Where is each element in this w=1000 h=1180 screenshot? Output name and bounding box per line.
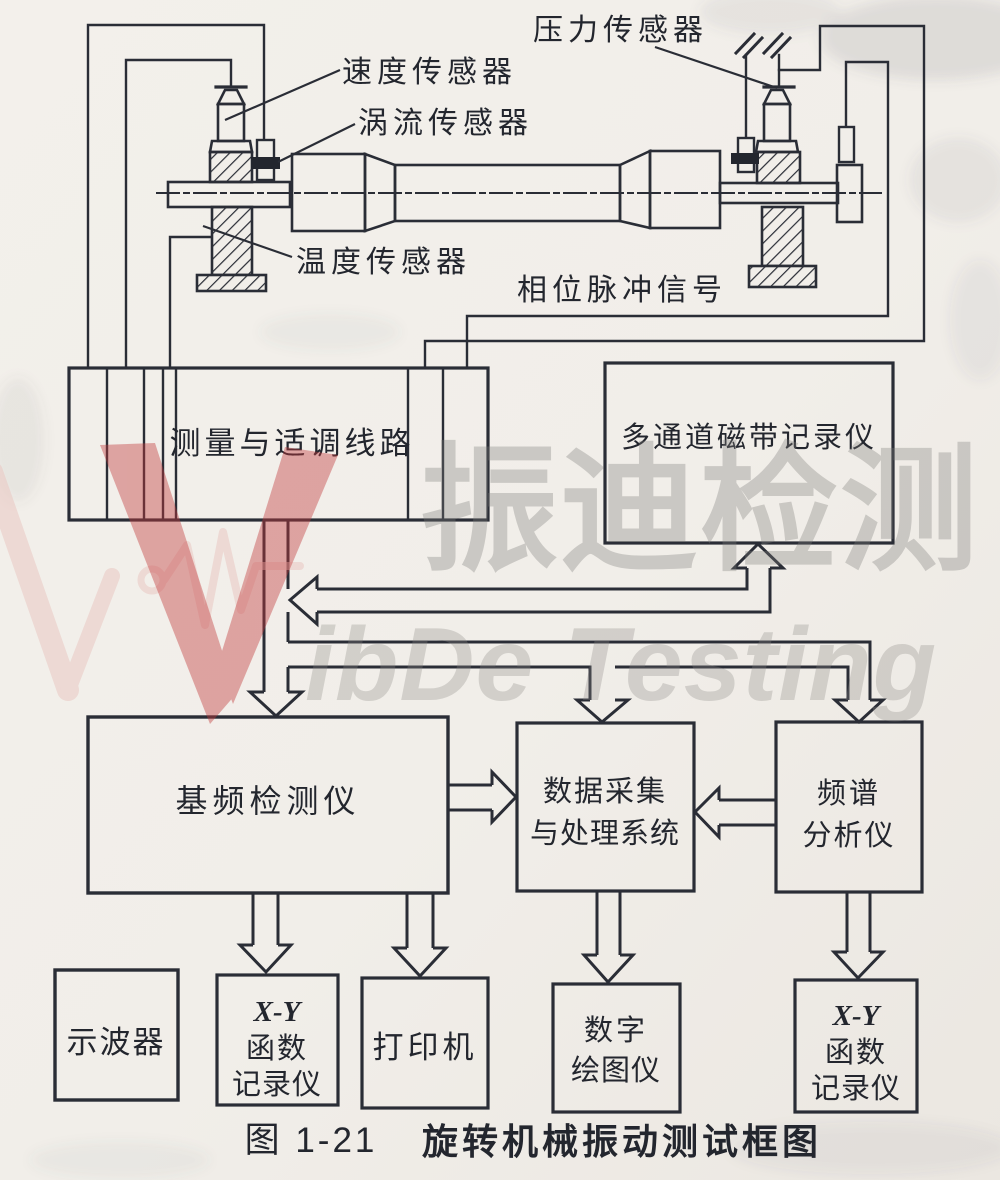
arrow-down-into-xy-right xyxy=(830,950,887,981)
right-bearing-pedestal xyxy=(747,150,818,289)
temperature-sensor-label: 温度传感器 xyxy=(296,246,471,279)
eddy-sensor-wire xyxy=(86,23,266,370)
fundamental-detector-block: 基频检测仪 xyxy=(86,715,450,895)
figure-title: 旋转机械振动测试框图 xyxy=(422,1121,822,1162)
arrow-right-into-daq xyxy=(490,768,519,826)
spectrum-label-line2: 分析仪 xyxy=(802,819,895,852)
daq-to-plotter xyxy=(580,891,637,985)
pressure-sensor-wire xyxy=(423,24,926,370)
xy-right-line2: 函数 xyxy=(825,1036,887,1069)
eddy-label-leader xyxy=(277,123,356,163)
xy-right-line3: 记录仪 xyxy=(811,1073,901,1105)
oscilloscope-label: 示波器 xyxy=(67,1025,166,1060)
arrow-down-into-xy-left xyxy=(236,943,295,975)
spectrum-to-xy-right xyxy=(830,892,887,981)
left-pedestal-base xyxy=(195,273,268,293)
right-eddy-clamp xyxy=(731,153,759,164)
eddy-sensor-label: 涡流传感器 xyxy=(358,107,533,140)
fundamental-to-xy-left xyxy=(236,893,295,975)
left-sensor-mount-block xyxy=(208,150,254,184)
watermark-cjk-text: 振迪检测 xyxy=(420,434,980,588)
right-sensor-mount-block xyxy=(755,150,802,185)
pressure-label-leader xyxy=(654,45,778,90)
right-sensor-wires xyxy=(423,24,926,370)
diagram-blocks: 测量与适调线路 多通道磁带记录仪 基频检测仪 数据采集 与处理系统 频谱 分析仪… xyxy=(53,361,924,1114)
speed-sensor xyxy=(208,85,254,154)
xy-right-line1: X-Y xyxy=(832,1000,882,1032)
support-slash-marks xyxy=(733,31,793,60)
daq-block: 数据采集 与处理系统 xyxy=(515,721,696,893)
conditioning-label: 测量与适调线路 xyxy=(170,426,415,461)
fundamental-to-printer xyxy=(390,893,450,979)
pressure-sensor-shoulder xyxy=(754,139,800,154)
xy-left-line2: 函数 xyxy=(246,1032,308,1065)
tape-recorder-block: 多通道磁带记录仪 xyxy=(603,361,895,545)
right-branch-bus xyxy=(288,640,887,725)
plotter-line1: 数字 xyxy=(584,1014,648,1047)
right-pedestal-column xyxy=(760,205,805,268)
phase-pulse-signal-label: 相位脉冲信号 xyxy=(517,274,727,307)
spectrum-analyzer-block: 频谱 分析仪 xyxy=(774,720,924,894)
arrow-down-into-daq xyxy=(573,698,633,724)
fundamental-to-daq xyxy=(448,768,519,826)
arrow-up-into-tape-recorder xyxy=(730,541,787,570)
phase-probe-body xyxy=(837,125,856,164)
figure-number: 图 1-21 xyxy=(245,1121,378,1160)
arrow-down-into-fundamental xyxy=(246,690,306,719)
pressure-sensor-label: 压力传感器 xyxy=(533,14,708,47)
left-shaft-journal xyxy=(166,180,292,209)
speed-label-leader xyxy=(224,68,341,122)
left-bearing-pedestal xyxy=(195,150,268,293)
fundamental-detector-label: 基频检测仪 xyxy=(175,783,360,819)
temperature-sensor-wire xyxy=(168,235,214,370)
tape-recorder-label: 多通道磁带记录仪 xyxy=(621,421,877,454)
watermark-latin-text: ibDe Testing xyxy=(305,607,937,723)
shaft-end-block xyxy=(835,163,864,224)
figure-caption: 图 1-21 旋转机械振动测试框图 xyxy=(245,1121,822,1162)
speed-sensor-wire xyxy=(124,58,233,370)
plotter-line2: 绘图仪 xyxy=(571,1054,661,1087)
conditioning-block: 测量与适调线路 xyxy=(67,366,490,522)
speed-sensor-label: 速度传感器 xyxy=(342,56,517,89)
speed-sensor-shoulder xyxy=(208,139,254,154)
arrow-down-into-printer xyxy=(390,946,450,979)
temperature-label-leader xyxy=(202,224,293,259)
rotor-test-rig-drawing xyxy=(86,23,926,370)
arrow-left-into-trunk xyxy=(287,573,319,628)
conditioning-channel-dividers xyxy=(105,368,445,520)
arrow-down-into-spectrum xyxy=(831,698,887,725)
printer-label: 打印机 xyxy=(373,1030,478,1065)
pressure-sensor xyxy=(754,85,800,154)
xy-recorder-left-block: X-Y 函数 记录仪 xyxy=(215,973,340,1107)
arrow-left-into-daq xyxy=(692,784,721,841)
spectrum-to-daq xyxy=(692,784,776,841)
printer-block: 打印机 xyxy=(360,976,490,1110)
spectrum-label-line1: 频谱 xyxy=(817,777,881,810)
watermark: 振迪检测 ibDe Testing xyxy=(0,434,980,724)
right-probes xyxy=(731,125,856,174)
flow-connectors xyxy=(236,521,887,985)
watermark-v-logo xyxy=(100,443,338,724)
shaft-assembly xyxy=(166,148,864,233)
watermark-pale-wave xyxy=(0,464,304,701)
oscilloscope-block: 示波器 xyxy=(53,968,180,1102)
arrow-down-into-plotter xyxy=(580,953,637,985)
daq-label-line2: 与处理系统 xyxy=(530,817,680,850)
xy-left-line3: 记录仪 xyxy=(232,1069,322,1101)
tape-recorder-link xyxy=(287,541,787,628)
digital-plotter-block: 数字 绘图仪 xyxy=(551,982,682,1114)
right-pedestal-base xyxy=(747,264,818,289)
eddy-current-probe xyxy=(251,138,280,182)
xy-recorder-right-block: X-Y 函数 记录仪 xyxy=(793,978,919,1114)
sensor-labels: 速度传感器 涡流传感器 压力传感器 温度传感器 相位脉冲信号 xyxy=(202,14,778,307)
phase-probe-wire xyxy=(465,60,890,370)
trunk-channel xyxy=(246,521,306,719)
xy-left-line1: X-Y xyxy=(253,996,303,1028)
left-sensor-wires xyxy=(86,23,266,370)
daq-label-line1: 数据采集 xyxy=(543,775,667,808)
eddy-probe-clamp xyxy=(251,157,280,169)
